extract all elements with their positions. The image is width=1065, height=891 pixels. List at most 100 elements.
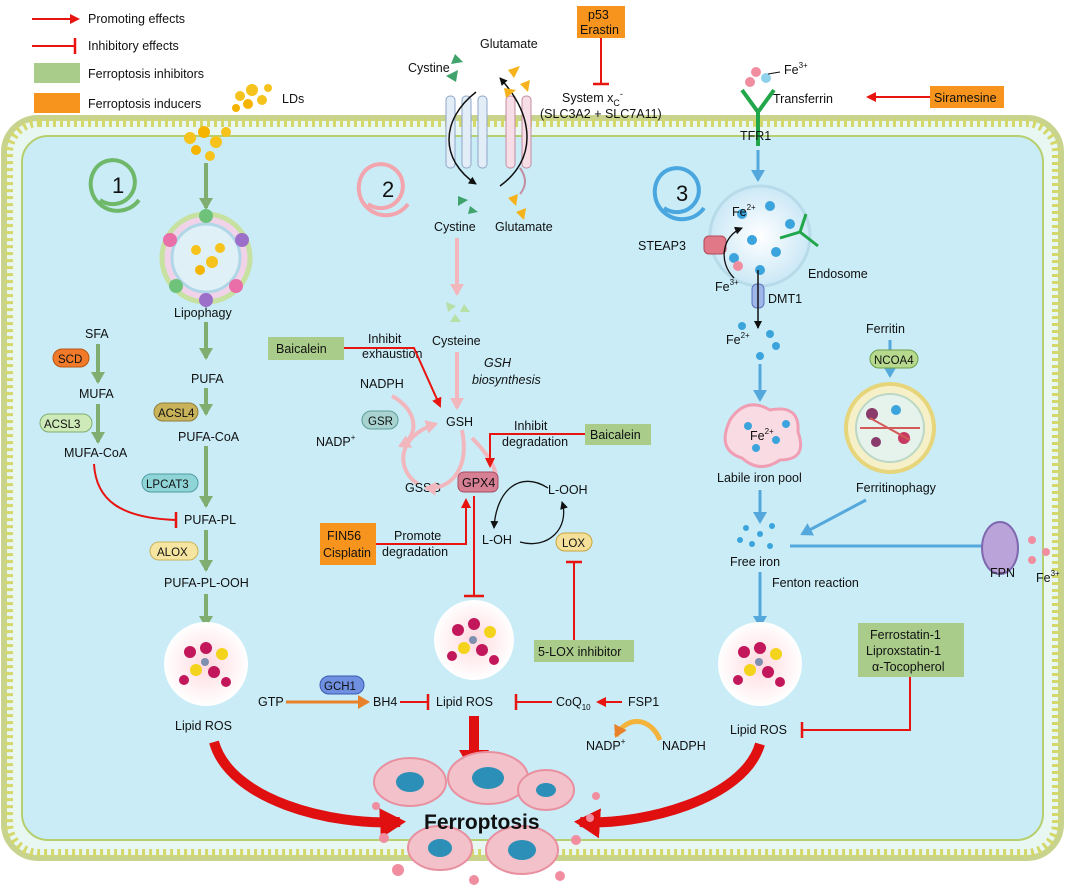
pathway-number-1: 1 xyxy=(112,173,124,198)
nadph-label: NADPH xyxy=(360,377,404,391)
coq10-label: CoQ10 xyxy=(556,695,591,712)
pathway-number-2: 2 xyxy=(382,177,394,202)
lox-badge: LOX xyxy=(562,538,585,550)
gsh-biosynthesis-2: biosynthesis xyxy=(472,373,541,387)
lipid-ros-label-3: Lipid ROS xyxy=(730,723,787,737)
scd-badge: SCD xyxy=(58,354,82,366)
labile-iron-pool-label: Labile iron pool xyxy=(717,471,802,485)
l-oh-label: L-OH xyxy=(482,533,512,547)
lipophagy-vesicle xyxy=(159,209,253,307)
dying-cells-cluster xyxy=(372,751,600,885)
lpcat3-badge: LPCAT3 xyxy=(146,479,189,491)
nadp2-label: NADP+ xyxy=(586,737,626,753)
liproxstatin-label: Liproxstatin-1 xyxy=(866,644,941,658)
gsh-biosynthesis-1: GSH xyxy=(484,356,512,370)
labile-iron-pool xyxy=(723,403,803,468)
system-xc-transporter xyxy=(445,95,532,195)
alox-badge: ALOX xyxy=(157,547,188,559)
ferroptosis-label: Ferroptosis xyxy=(424,811,540,834)
pathway-3: Fe3+ Transferrin Siramesine TFR1 3 Fe2+ … xyxy=(638,61,1060,738)
baicalein-1: Baicalein xyxy=(276,342,327,356)
lipid-ros-label-1: Lipid ROS xyxy=(175,719,232,733)
pufa-pl-ooh-label: PUFA-PL-OOH xyxy=(164,576,249,590)
legend-inhibitors: Ferroptosis inhibitors xyxy=(88,67,204,81)
pufa-coa-label: PUFA-CoA xyxy=(178,430,240,444)
lipid-ros-bubble-1 xyxy=(164,622,248,706)
tocopherol-label: α-Tocopherol xyxy=(872,660,945,674)
gsr-badge: GSR xyxy=(368,416,393,428)
baicalein-2: Baicalein xyxy=(590,428,641,442)
erastin-label: Erastin xyxy=(580,23,619,37)
steap3-label: STEAP3 xyxy=(638,239,686,253)
cystine-in-label: Cystine xyxy=(434,220,476,234)
fe3-top-label: Fe3+ xyxy=(784,61,808,77)
p53-label: p53 xyxy=(588,8,609,22)
gsh-label: GSH xyxy=(446,415,473,429)
ncoa4-badge: NCOA4 xyxy=(874,355,914,367)
l-ooh-label: L-OOH xyxy=(548,483,588,497)
promote-degradation-2: degradation xyxy=(382,545,448,559)
lipophagy-label: Lipophagy xyxy=(174,306,232,320)
sfa-label: SFA xyxy=(85,327,109,341)
pathway-number-3: 3 xyxy=(676,181,688,206)
acsl4-badge: ACSL4 xyxy=(158,408,195,420)
transferrin-label: Transferrin xyxy=(773,92,833,106)
promote-degradation-1: Promote xyxy=(394,529,441,543)
ferritinophagy-vesicle xyxy=(844,382,936,474)
fe2-endo-label: Fe2+ xyxy=(732,203,756,219)
gpx4-label: GPX4 xyxy=(462,476,495,490)
bh4-label: BH4 xyxy=(373,695,397,709)
pufa-pl-label: PUFA-PL xyxy=(184,513,236,527)
dmt1-label: DMT1 xyxy=(768,292,802,306)
lds-label: LDs xyxy=(282,92,304,106)
pathway-1: 1 LDs Lipophagy PUFA ACSL4 PUFA-Co xyxy=(39,84,304,733)
mufa-coa-label: MUFA-CoA xyxy=(64,446,128,460)
legend-promoting: Promoting effects xyxy=(88,12,185,26)
fenton-label: Fenton reaction xyxy=(772,576,859,590)
gch1-badge: GCH1 xyxy=(324,681,356,693)
cisplatin-label: Cisplatin xyxy=(323,546,371,560)
mufa-label: MUFA xyxy=(79,387,114,401)
legend: Promoting effects Inhibitory effects Fer… xyxy=(32,12,204,113)
lipid-ros-label-2: Lipid ROS xyxy=(436,695,493,709)
fpn-label: FPN xyxy=(990,566,1015,580)
fe2-pool-label: Fe2+ xyxy=(750,427,774,443)
ferritinophagy-label: Ferritinophagy xyxy=(856,481,937,495)
fin56-label: FIN56 xyxy=(327,529,361,543)
slc-label: (SLC3A2 + SLC7A11) xyxy=(540,107,662,121)
acsl3-badge: ACSL3 xyxy=(44,419,80,431)
endosome xyxy=(708,184,819,288)
cysteine-label: Cysteine xyxy=(432,334,481,348)
ferritin-label: Ferritin xyxy=(866,322,905,336)
cystine-out-label: Cystine xyxy=(408,61,450,75)
gtp-label: GTP xyxy=(258,695,284,709)
glutamate-in-label: Glutamate xyxy=(495,220,553,234)
ferrostatin-label: Ferrostatin-1 xyxy=(870,628,941,642)
endosome-label: Endosome xyxy=(808,267,868,281)
fe2-free-label: Fe2+ xyxy=(726,331,750,347)
lipid-ros-bubble-3 xyxy=(718,622,802,706)
glutamate-out-label: Glutamate xyxy=(480,37,538,51)
inhibit-degradation-1: Inhibit xyxy=(514,419,548,433)
lox5-inhibitor-label: 5-LOX inhibitor xyxy=(538,645,621,659)
inhibit-exhaustion-1: Inhibit xyxy=(368,332,402,346)
cycle-icon-3: 3 xyxy=(652,166,706,222)
fe3-out-label: Fe3+ xyxy=(1036,569,1060,585)
inhibit-exhaustion-2: exhaustion xyxy=(362,347,423,361)
cycle-icon-1: 1 xyxy=(88,158,141,213)
ferroptosis-outcome: Ferroptosis xyxy=(209,716,765,885)
tfr1-receptor xyxy=(740,88,776,146)
pufa-label: PUFA xyxy=(191,372,224,386)
nadp-label: NADP+ xyxy=(316,433,356,449)
fpn-channel xyxy=(981,521,1019,575)
lipid-droplets-icon xyxy=(184,84,272,161)
legend-inducers: Ferroptosis inducers xyxy=(88,97,201,111)
system-xc-label: System xC- xyxy=(562,89,623,108)
inhibit-degradation-2: degradation xyxy=(502,435,568,449)
nadph2-label: NADPH xyxy=(662,739,706,753)
tfr1-label: TFR1 xyxy=(740,129,771,143)
siramesine-label: Siramesine xyxy=(934,91,997,105)
pathway-2: p53 Erastin System xC- (SLC3A2 + SLC7A11… xyxy=(258,6,706,753)
fe3-endo-label: Fe3+ xyxy=(715,278,739,294)
